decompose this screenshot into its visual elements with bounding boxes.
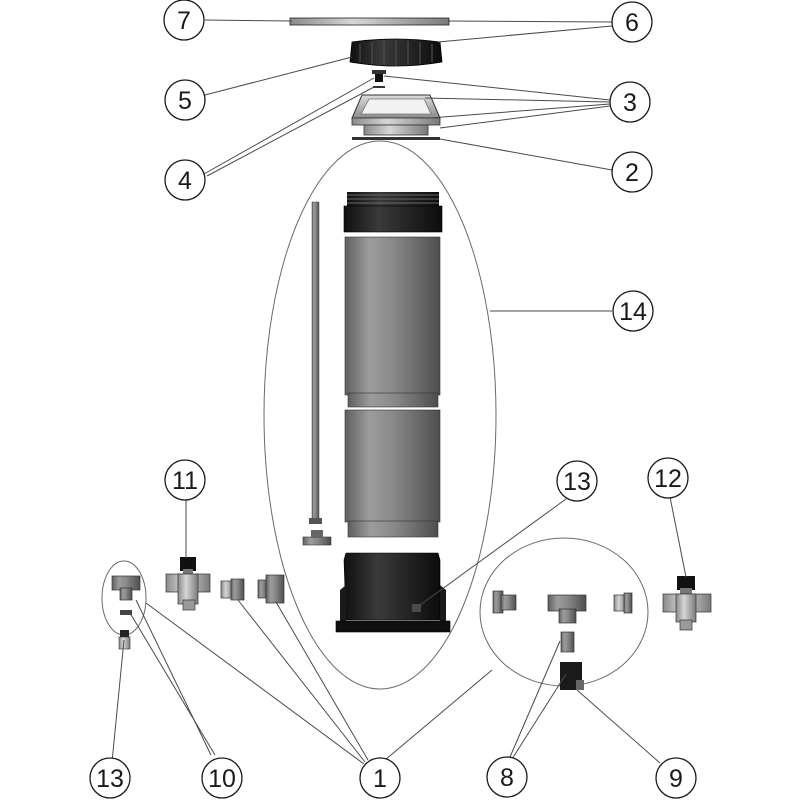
callout-label: 10 [208, 765, 236, 793]
part-union-b [257, 574, 285, 604]
part-threaded-neck [343, 192, 443, 233]
callout-label: 2 [625, 159, 639, 187]
callout-label: 13 [96, 765, 124, 793]
group-outline-14 [263, 140, 497, 690]
callout-12: 12 [647, 457, 689, 499]
part-union-a [220, 578, 245, 601]
callout-7: 7 [163, 0, 205, 41]
callout-label: 4 [178, 167, 192, 195]
callout-3: 3 [609, 81, 651, 123]
part-valve-top [372, 70, 386, 88]
part-check-valve-right [560, 662, 584, 690]
callout-label: 13 [563, 468, 591, 496]
callout-label: 14 [619, 298, 647, 326]
callout-5: 5 [164, 79, 206, 121]
part-base [335, 552, 451, 633]
callout-9: 9 [655, 757, 697, 799]
callout-6: 6 [611, 1, 653, 43]
callout-label: 12 [654, 465, 682, 493]
callout-label: 7 [177, 7, 191, 35]
part-lower-cylinder [344, 409, 441, 538]
part-union-right-a [492, 590, 517, 614]
callout-1: 1 [359, 757, 401, 799]
part-right-valve [662, 576, 712, 631]
part-gasket [352, 137, 440, 140]
part-tee-left [111, 575, 141, 615]
leader-lines [111, 19, 687, 765]
callout-label: 8 [500, 764, 514, 792]
callout-label: 11 [172, 467, 198, 495]
part-basket [351, 94, 441, 136]
callout-2: 2 [611, 151, 653, 193]
part-nipple-right [560, 631, 575, 653]
callout-13-top: 13 [556, 460, 598, 502]
callout-10: 10 [201, 757, 243, 799]
callout-13-bottom: 13 [89, 757, 131, 799]
callout-label: 6 [625, 9, 639, 37]
callout-14: 14 [612, 290, 654, 332]
callout-label: 9 [669, 765, 683, 793]
part-drain-plug-left [118, 630, 131, 650]
part-lid-nut [349, 38, 443, 67]
part-union-right-b [613, 592, 633, 614]
part-dip-tube [302, 201, 332, 546]
callout-label: 3 [623, 89, 637, 117]
callout-4: 4 [164, 159, 206, 201]
callout-8: 8 [486, 756, 528, 798]
part-tee-right [547, 594, 587, 624]
callout-label: 5 [178, 87, 192, 115]
callout-label: 1 [373, 765, 387, 793]
callout-11: 11 [164, 459, 206, 501]
part-left-valve [165, 557, 211, 611]
part-upper-cylinder [344, 236, 441, 408]
part-cover-plate [289, 17, 450, 26]
